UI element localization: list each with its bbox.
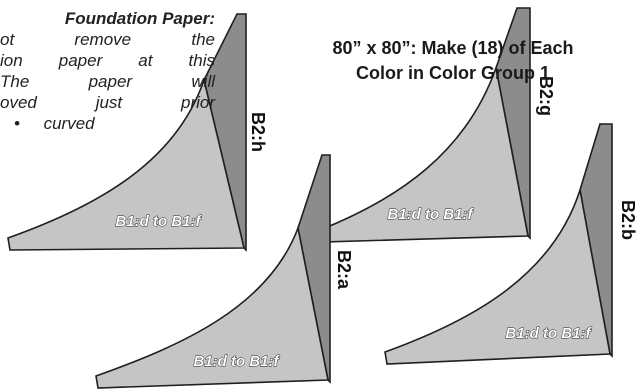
note-line: • curved: [14, 114, 95, 133]
curve-label: B1:d to B1:f: [116, 213, 203, 230]
instruction-line-2: Color in Color Group 1: [356, 63, 550, 83]
strip-label: B2:g: [536, 76, 556, 116]
note-line-text: curved: [43, 114, 95, 133]
curve-label: B1:d to B1:f: [388, 206, 475, 223]
note-line: ot remove the: [0, 30, 215, 49]
curved-block: B1:d to B1:fB2:a: [95, 154, 354, 389]
note-line: oved just prior: [0, 93, 215, 112]
curve-label: B1:d to B1:f: [194, 353, 281, 370]
curved-block: B1:d to B1:f B2:b: [384, 123, 638, 365]
curve-patch: [7, 77, 246, 251]
strip-label: B2:h: [248, 112, 268, 152]
curve-label: B1:d to B1:f: [506, 325, 593, 342]
curve-patch: [95, 225, 329, 389]
curved-block: B1:d to B1:f B2:h: [7, 13, 268, 252]
foundation-paper-note: Foundation Paper: ot remove the ion pape…: [0, 8, 215, 134]
note-line: ion paper at this: [0, 51, 215, 70]
note-heading: Foundation Paper:: [64, 9, 215, 28]
instruction-line-1: 80” x 80”: Make (18) of Each: [332, 38, 574, 58]
strip-label: B2:b: [618, 200, 638, 240]
cutting-instructions: 80” x 80”: Make (18) of Each Color in Co…: [292, 36, 614, 86]
strip-label: B2:a: [334, 250, 354, 290]
curve-patch: [319, 64, 529, 243]
curve-patch: [384, 189, 611, 365]
curved-block: B1:d to B1:f B2:g: [319, 7, 556, 243]
note-line: The paper will: [0, 72, 215, 91]
